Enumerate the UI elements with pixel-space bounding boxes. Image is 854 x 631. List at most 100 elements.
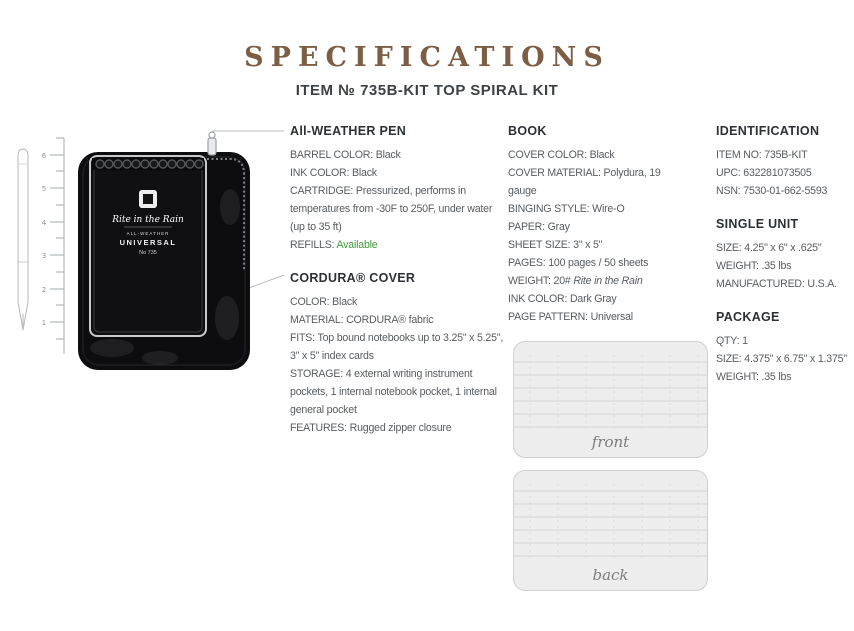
row-sheet-size: SHEET SIZE: 3" x 5" bbox=[508, 236, 676, 254]
spec-value: Wire-O bbox=[592, 203, 625, 215]
spec-label: MATERIAL: bbox=[290, 314, 344, 326]
row-upc: UPC: 632281073505 bbox=[716, 164, 854, 182]
row-binding-style: BINGING STYLE: Wire-O bbox=[508, 200, 676, 218]
row-unit-weight: WEIGHT: .35 lbs bbox=[716, 257, 854, 275]
spec-label: PAGES: bbox=[508, 257, 546, 269]
row-nsn: NSN: 7530-01-662-5593 bbox=[716, 182, 854, 200]
spec-label: CARTRIDGE: bbox=[290, 185, 354, 197]
row-package-size: SIZE: 4.375" x 6.75" x 1.375" bbox=[716, 350, 854, 368]
section-heading: SINGLE UNIT bbox=[716, 217, 799, 231]
notebook-tagline: ALL-WEATHER bbox=[127, 231, 170, 236]
notebook-illustration: Rite in the Rain ALL-WEATHER UNIVERSAL N… bbox=[89, 155, 207, 337]
notebook-model: UNIVERSAL bbox=[120, 238, 177, 247]
spec-value: CORDURA® fabric bbox=[346, 314, 434, 326]
spec-value: Gray bbox=[547, 221, 570, 233]
notebook-label: Rite in the Rain ALL-WEATHER UNIVERSAL N… bbox=[111, 190, 184, 256]
spec-label: FEATURES: bbox=[290, 422, 347, 434]
spec-label: UPC: bbox=[716, 167, 741, 179]
spec-label: PAGE PATTERN: bbox=[508, 311, 588, 323]
spec-label: INK COLOR: bbox=[508, 293, 568, 305]
ruler-mark: 4 bbox=[42, 219, 47, 227]
spec-value: .35 lbs bbox=[761, 371, 792, 383]
spec-value: 632281073505 bbox=[743, 167, 812, 179]
spec-label: INK COLOR: bbox=[290, 167, 350, 179]
spec-label: WEIGHT: bbox=[508, 275, 551, 287]
spec-value: 735B-KIT bbox=[764, 149, 808, 161]
zipper-teeth bbox=[90, 158, 245, 270]
spec-label: COLOR: bbox=[290, 296, 330, 308]
spec-label: SIZE: bbox=[716, 353, 742, 365]
spec-label: BARREL COLOR: bbox=[290, 149, 373, 161]
camo-pattern bbox=[90, 189, 240, 365]
zipper-pull-icon bbox=[207, 131, 217, 156]
section-single-unit: SINGLE UNIT SIZE: 4.25" x 6" x .625" WEI… bbox=[716, 217, 854, 293]
spec-value: Universal bbox=[590, 311, 634, 323]
spec-value-available: Available bbox=[336, 239, 378, 251]
row-cartridge: CARTRIDGE: Pressurized, performs in temp… bbox=[290, 182, 505, 236]
section-heading: IDENTIFICATION bbox=[716, 124, 820, 138]
row-paper-weight: WEIGHT: 20# Rite in the Rain bbox=[508, 272, 676, 290]
page-subtitle: ITEM № 735B-KIT TOP SPIRAL KIT bbox=[295, 82, 559, 99]
spec-value: Black bbox=[351, 167, 377, 179]
ruler: 6 5 4 3 2 1 bbox=[42, 137, 65, 354]
section-heading: All-WEATHER PEN bbox=[290, 124, 407, 138]
spec-label: STORAGE: bbox=[290, 368, 343, 380]
spec-label: SIZE: bbox=[716, 242, 742, 254]
ruler-mark: 3 bbox=[42, 252, 46, 260]
spec-label: COVER COLOR: bbox=[508, 149, 587, 161]
product-illustration: 6 5 4 3 2 1 bbox=[17, 130, 285, 370]
spec-label: PAPER: bbox=[508, 221, 545, 233]
spec-value: Black bbox=[375, 149, 401, 161]
spec-value: 3" x 5" bbox=[573, 239, 603, 251]
spec-label: COVER MATERIAL: bbox=[508, 167, 601, 179]
row-cover-color: COLOR: Black bbox=[290, 293, 505, 311]
section-all-weather-pen: All-WEATHER PEN BARREL COLOR: Black INK … bbox=[290, 124, 505, 254]
spec-value: Dark Gray bbox=[569, 293, 617, 305]
spec-value: Black bbox=[589, 149, 615, 161]
spec-label: WEIGHT: bbox=[716, 371, 759, 383]
section-book: BOOK COVER COLOR: Black COVER MATERIAL: … bbox=[508, 124, 676, 326]
row-fits: FITS: Top bound notebooks up to 3.25" x … bbox=[290, 329, 505, 365]
spec-label: ITEM NO: bbox=[716, 149, 762, 161]
column-book: BOOK COVER COLOR: Black COVER MATERIAL: … bbox=[508, 124, 676, 326]
spec-value-brand: Rite in the Rain bbox=[573, 275, 643, 287]
ruler-mark: 6 bbox=[42, 152, 47, 160]
spec-value: 100 pages / 50 sheets bbox=[548, 257, 649, 269]
row-page-pattern: PAGE PATTERN: Universal bbox=[508, 308, 676, 326]
row-book-cover-color: COVER COLOR: Black bbox=[508, 146, 676, 164]
spec-value: 7530-01-662-5593 bbox=[743, 185, 828, 197]
column-identification: IDENTIFICATION ITEM NO: 735B-KIT UPC: 63… bbox=[716, 124, 854, 386]
spec-value: 4 external writing instrument pockets, 1… bbox=[290, 368, 497, 416]
row-book-cover-material: COVER MATERIAL: Polydura, 19 gauge bbox=[508, 164, 676, 200]
spec-label: NSN: bbox=[716, 185, 741, 197]
spec-value: Polydura, 19 gauge bbox=[508, 167, 661, 197]
row-unit-size: SIZE: 4.25" x 6" x .625" bbox=[716, 239, 854, 257]
column-pen-cover: All-WEATHER PEN BARREL COLOR: Black INK … bbox=[290, 124, 505, 437]
notebook-brand: Rite in the Rain bbox=[111, 215, 184, 225]
row-manufactured: MANUFACTURED: U.S.A. bbox=[716, 275, 854, 293]
row-package-qty: QTY: 1 bbox=[716, 332, 854, 350]
front-pattern-card: front bbox=[513, 341, 708, 458]
spec-value: Top bound notebooks up to 3.25" x 5.25",… bbox=[290, 332, 504, 362]
spec-label: REFILLS: bbox=[290, 239, 335, 251]
spec-label: SHEET SIZE: bbox=[508, 239, 571, 251]
row-book-ink-color: INK COLOR: Dark Gray bbox=[508, 290, 676, 308]
ruler-mark: 2 bbox=[42, 286, 46, 294]
spec-value: Rugged zipper closure bbox=[349, 422, 452, 434]
front-pattern-grid bbox=[514, 355, 707, 432]
spec-value: 20# bbox=[553, 275, 571, 287]
spiral-coils bbox=[95, 159, 204, 169]
spec-value: Pressurized, performs in temperatures fr… bbox=[290, 185, 493, 233]
spec-label: QTY: bbox=[716, 335, 740, 347]
spec-label: BINGING STYLE: bbox=[508, 203, 590, 215]
row-barrel-color: BARREL COLOR: Black bbox=[290, 146, 505, 164]
ruler-mark: 1 bbox=[42, 319, 46, 327]
ruler-mark: 5 bbox=[42, 185, 46, 193]
spec-value: 1 bbox=[742, 335, 748, 347]
row-package-weight: WEIGHT: .35 lbs bbox=[716, 368, 854, 386]
leader-line-cover bbox=[248, 274, 285, 289]
section-cordura-cover: CORDURA® COVER COLOR: Black MATERIAL: CO… bbox=[290, 271, 505, 437]
pen-illustration bbox=[17, 148, 29, 331]
spec-label: MANUFACTURED: bbox=[716, 278, 805, 290]
